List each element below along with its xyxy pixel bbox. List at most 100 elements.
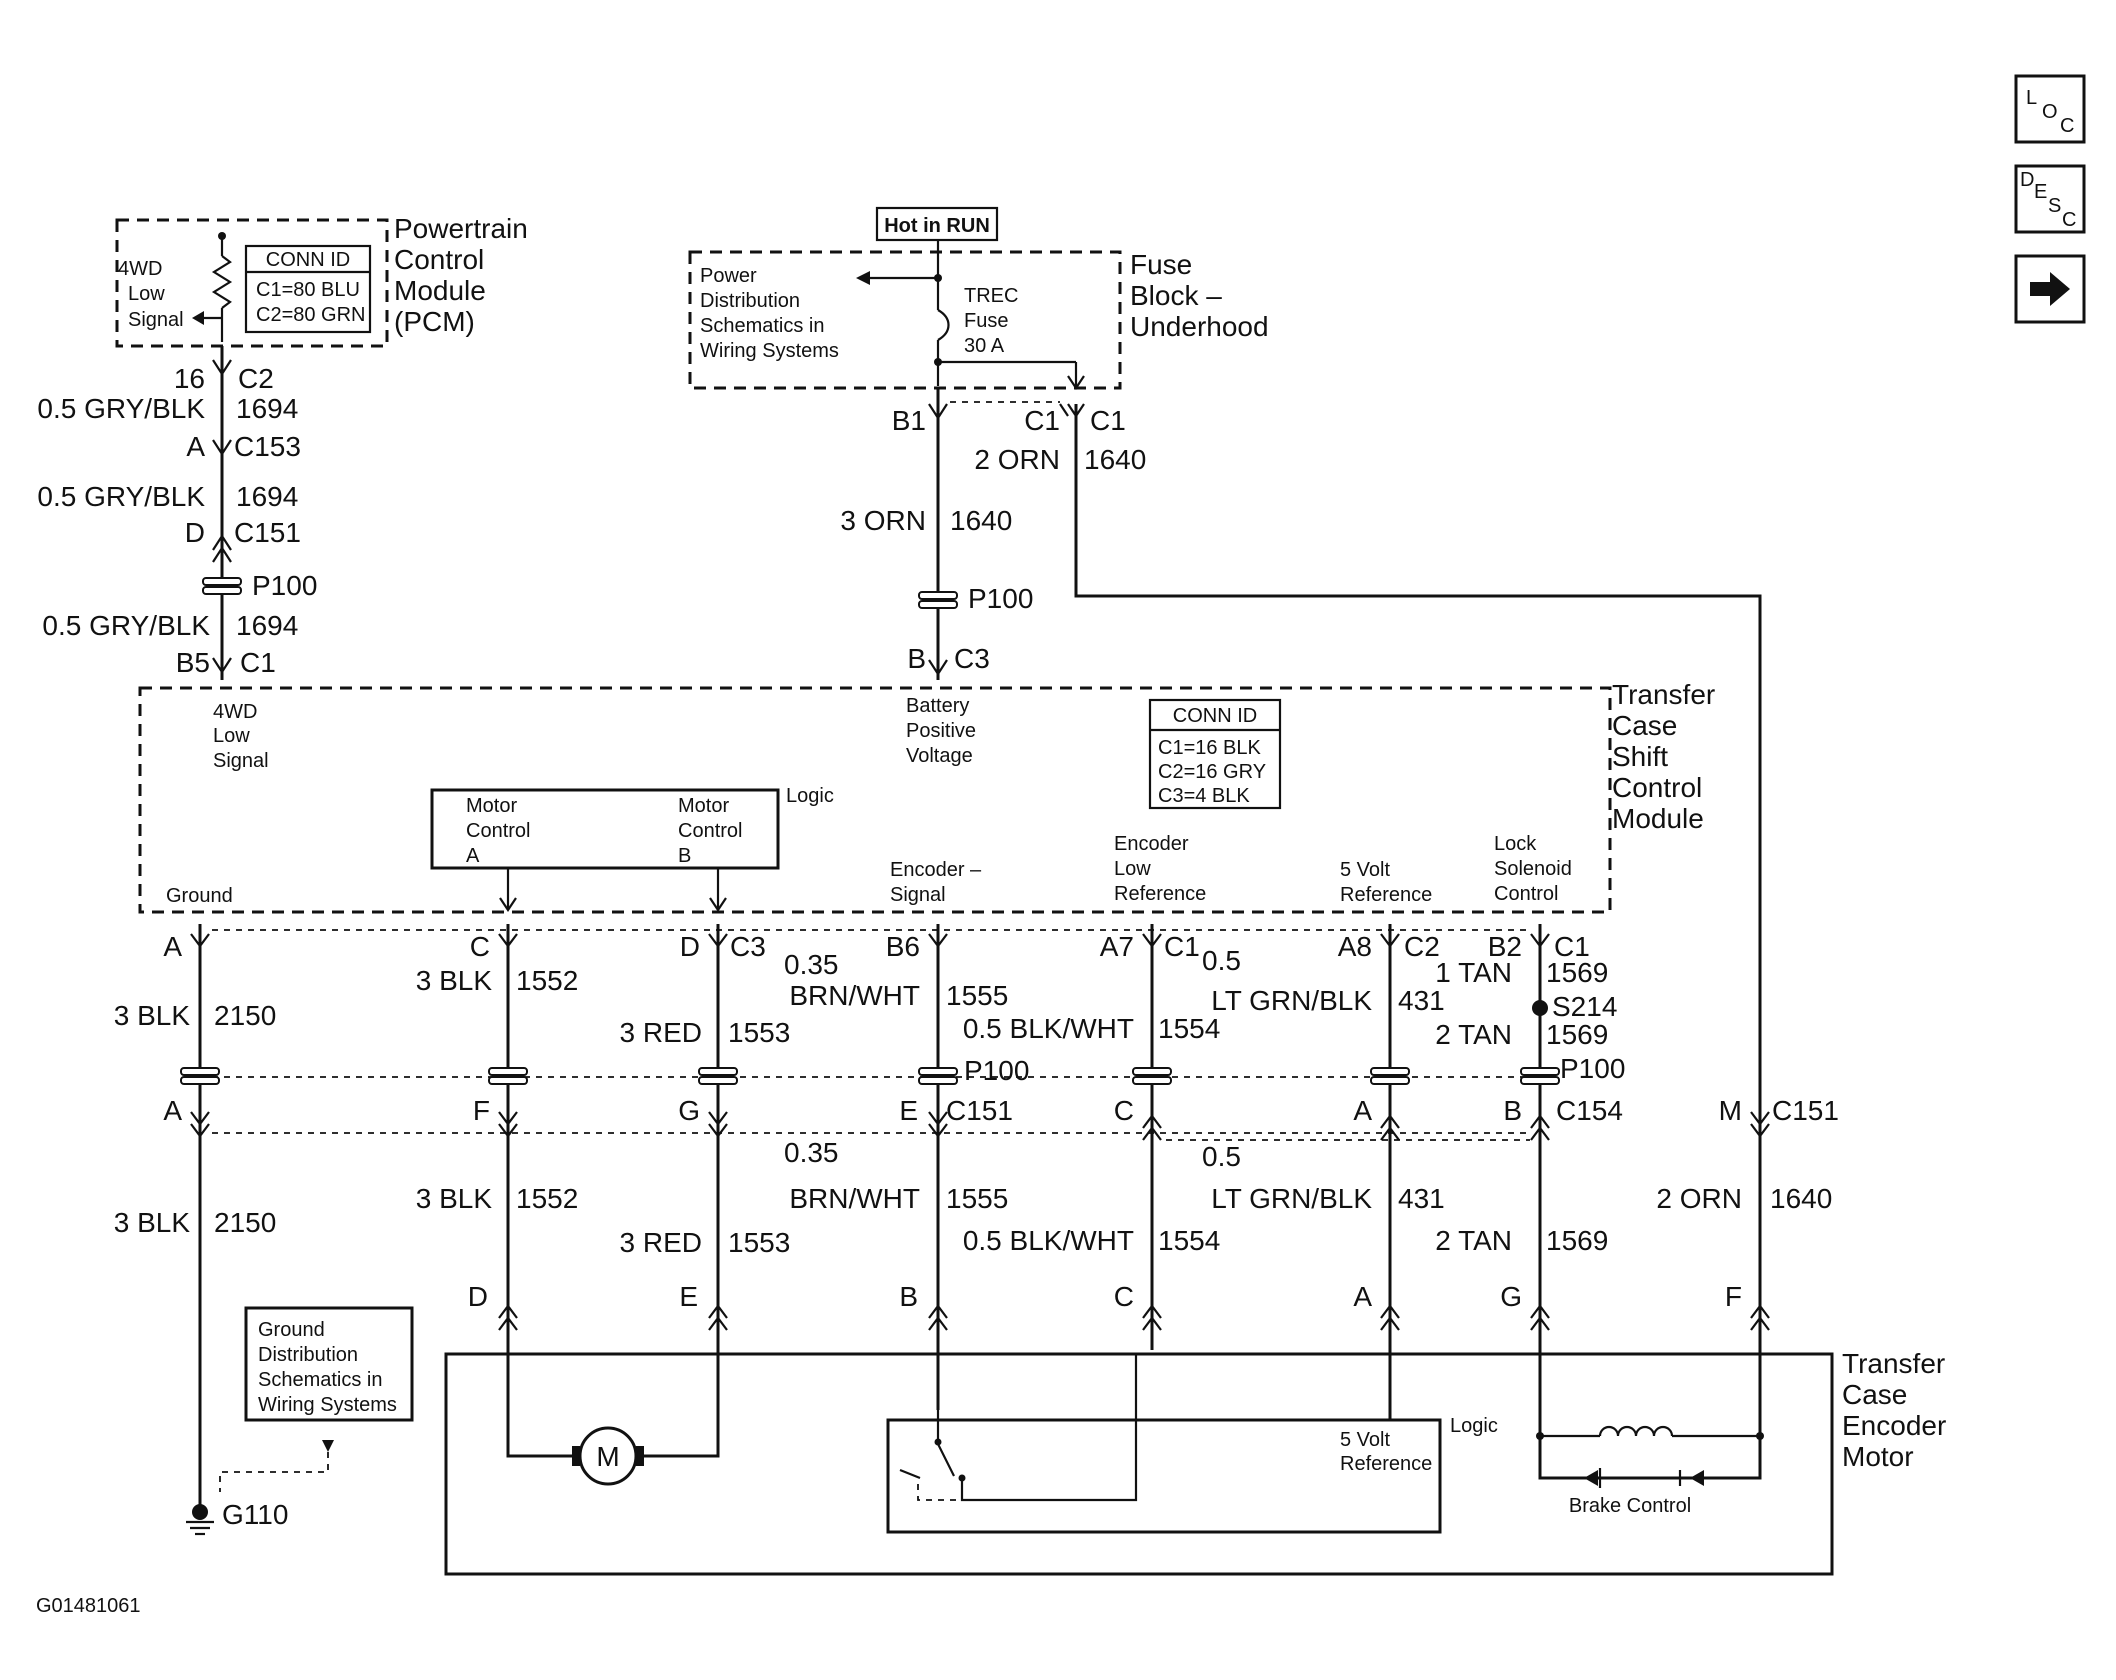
loc-letter-o: O — [2042, 101, 2058, 123]
lo-wire-2tan: 2 TAN — [1435, 1225, 1512, 1256]
pcm-conn-c1: C1=80 BLU — [256, 279, 360, 301]
loc-button[interactable]: L O C — [2014, 74, 2086, 144]
mid-circuit-1640-a: 1640 — [1084, 444, 1146, 475]
motor-control-a-line3: A — [466, 845, 480, 867]
tccm-signal-line1: 4WD — [213, 701, 257, 723]
mid-conn-c3: C3 — [954, 643, 990, 674]
lower-connector-arrows — [190, 1111, 1770, 1141]
pcm-title-line1: Powertrain — [394, 213, 528, 244]
lo-pin-a2: A — [1353, 1095, 1372, 1126]
up-conn-c1: C1 — [1164, 931, 1200, 962]
lo-pin-c: C — [1114, 1095, 1134, 1126]
p100-right-label: P100 — [1560, 1053, 1625, 1084]
ground-box-line4: Wiring Systems — [258, 1394, 397, 1416]
up-wire-1tan: 1 TAN — [1435, 957, 1512, 988]
motor-unit-title-line4: Motor — [1842, 1441, 1914, 1472]
lock-line3: Control — [1494, 883, 1558, 905]
fuse-icon — [856, 240, 1085, 390]
lo-circuit-1640: 1640 — [1770, 1183, 1832, 1214]
pcm-signal-line1: 4WD — [118, 258, 162, 280]
mid-wire-2orn: 2 ORN — [974, 444, 1060, 475]
lock-line2: Solenoid — [1494, 858, 1572, 880]
mid-wire-3orn: 3 ORN — [840, 505, 926, 536]
lo-circuit-1553: 1553 — [728, 1227, 790, 1258]
lo-pin-g: G — [678, 1095, 700, 1126]
lo-conn-c154: C154 — [1556, 1095, 1623, 1126]
enc-pin-b: B — [899, 1281, 918, 1312]
left-pin-d: D — [185, 517, 205, 548]
p100-grommet-row-icon — [180, 1067, 1560, 1085]
left-wire-color-2: 0.5 GRY/BLK — [37, 481, 205, 512]
up-wire-blk-1552: 3 BLK — [416, 965, 493, 996]
enc-signal-line1: Encoder – — [890, 859, 982, 881]
tccm-conn-title: CONN ID — [1173, 705, 1257, 727]
tccm-title-line3: Shift — [1612, 741, 1668, 772]
left-p100-label: P100 — [252, 570, 317, 601]
fuse-title-line2: Block – — [1130, 280, 1222, 311]
upper-connector-arrows — [190, 933, 1550, 948]
motor-icon: M — [572, 1426, 644, 1486]
five-volt-line1: 5 Volt — [1340, 859, 1390, 881]
lo-pin-e: E — [899, 1095, 918, 1126]
pcm-title-line2: Control — [394, 244, 484, 275]
lo-wire-red-1553: 3 RED — [620, 1227, 702, 1258]
s214-splice-icon — [1532, 1000, 1548, 1016]
mid-circuit-1640-b: 1640 — [950, 505, 1012, 536]
lo-size-035: 0.35 — [784, 1137, 839, 1168]
encoder-connector-arrows — [498, 1304, 1770, 1331]
motor-control-b-line1: Motor — [678, 795, 729, 817]
enc-pin-e: E — [679, 1281, 698, 1312]
fuse-power-line2: Distribution — [700, 290, 800, 312]
lo-circuit-1552: 1552 — [516, 1183, 578, 1214]
left-pin-16: 16 — [174, 363, 205, 394]
enc-pin-d: D — [468, 1281, 488, 1312]
up-wire-blk-2150: 3 BLK — [114, 1000, 191, 1031]
mid-pin-b1: B1 — [892, 405, 926, 436]
enc-low-line1: Encoder — [1114, 833, 1189, 855]
five-volt-line2: Reference — [1340, 884, 1432, 906]
up-circuit-1555: 1555 — [946, 980, 1008, 1011]
enc-pin-g: G — [1500, 1281, 1522, 1312]
pcm-signal-line3: Signal — [128, 309, 184, 331]
tccm-conn-c3: C3=4 BLK — [1158, 785, 1250, 807]
up-wire-red-1553: 3 RED — [620, 1017, 702, 1048]
motor-unit-title-line3: Encoder — [1842, 1410, 1946, 1441]
desc-letter-s: S — [2048, 195, 2061, 217]
lo-wire-blkwht: 0.5 BLK/WHT — [963, 1225, 1134, 1256]
tccm-ground-label: Ground — [166, 885, 233, 907]
desc-letter-e: E — [2034, 181, 2047, 203]
lo-pin-f: F — [473, 1095, 490, 1126]
lo-pin-m: M — [1719, 1095, 1742, 1126]
g110-label: G110 — [222, 1499, 288, 1530]
ground-box-line3: Schematics in — [258, 1369, 383, 1391]
lo-wire-brnwht: BRN/WHT — [789, 1183, 920, 1214]
motor-five-volt-line1: 5 Volt — [1340, 1429, 1390, 1451]
motor-control-a-line2: Control — [466, 820, 530, 842]
fuse-title-line1: Fuse — [1130, 249, 1192, 280]
up-circuit-1569-a: 1569 — [1546, 957, 1608, 988]
up-wire-ltgrn: LT GRN/BLK — [1211, 985, 1372, 1016]
lo-wire-blk-2150: 3 BLK — [114, 1207, 191, 1238]
fuse-block: Hot in RUN Power Distribution Schematics… — [688, 206, 1269, 390]
lo-conn-c151: C151 — [946, 1095, 1013, 1126]
tccm-logic-label: Logic — [786, 785, 834, 807]
tccm-battery-line2: Positive — [906, 720, 976, 742]
enc-low-line2: Low — [1114, 858, 1151, 880]
up-pin-b2: B2 — [1488, 931, 1522, 962]
left-circuit-2: 1694 — [236, 481, 298, 512]
motor-control-a-line1: Motor — [466, 795, 517, 817]
up-pin-d: D — [680, 931, 700, 962]
motor-letter: M — [596, 1441, 619, 1472]
lo-conn-c151b: C151 — [1772, 1095, 1839, 1126]
mid-wire-1640: B1 C1 C1 2 ORN 1640 3 ORN 1640 P100 B C3 — [840, 388, 1762, 1380]
desc-button[interactable]: D E S C — [2014, 164, 2086, 234]
next-button[interactable] — [2014, 254, 2086, 324]
up-pin-a8: A8 — [1338, 931, 1372, 962]
left-wire-color-3: 0.5 GRY/BLK — [42, 610, 210, 641]
lo-circuit-1554: 1554 — [1158, 1225, 1220, 1256]
mid-conn-c1-b: C1 — [1090, 405, 1126, 436]
up-circuit-1569-b: 1569 — [1546, 1019, 1608, 1050]
up-circuit-1552: 1552 — [516, 965, 578, 996]
motor-unit-title-line1: Transfer — [1842, 1348, 1945, 1379]
